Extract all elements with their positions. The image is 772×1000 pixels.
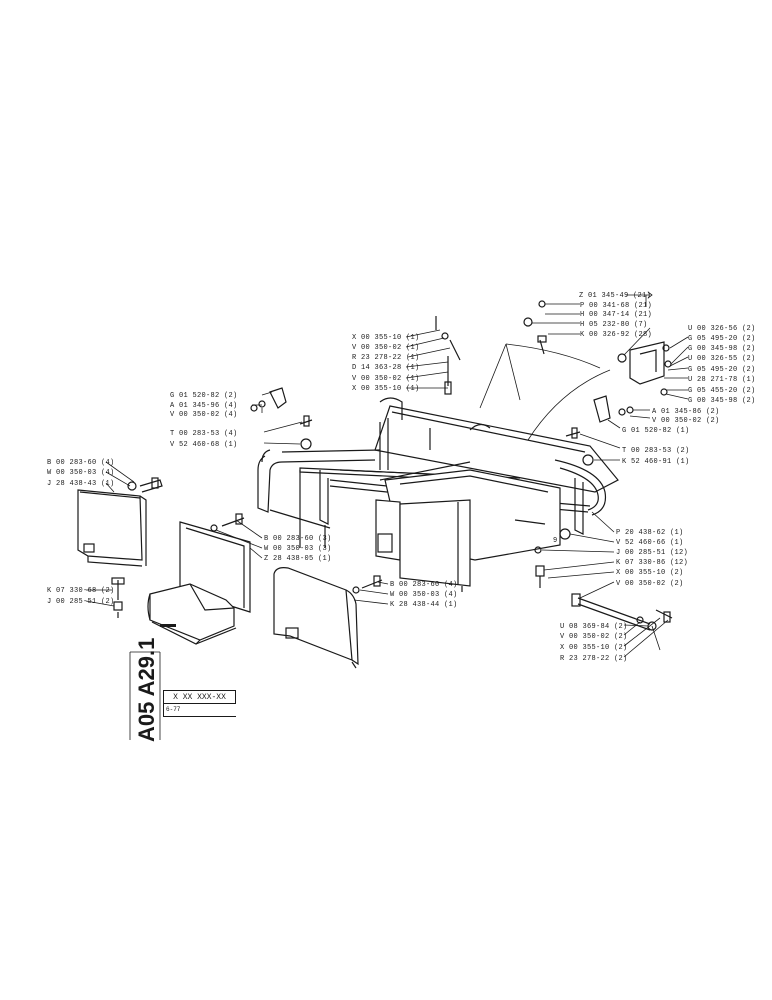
callout-label: G 00 345-98 (2)	[688, 397, 756, 405]
callout-label: V 52 460-66 (1)	[616, 539, 684, 547]
callout-label: V 00 350-02 (1)	[352, 344, 420, 352]
callout-label: G 01 520-82 (2)	[170, 392, 238, 400]
leader-lines	[85, 291, 689, 658]
callout-label: H 05 232-80 (7)	[580, 321, 648, 329]
callout-label: H 00 347-14 (21)	[580, 311, 652, 319]
callout-label: B 00 283-60 (4)	[47, 459, 115, 467]
callout-label: X 00 355-10 (1)	[352, 334, 420, 342]
callout-label: X 00 355-10 (1)	[352, 385, 420, 393]
callout-label: T 00 283-53 (4)	[170, 430, 238, 438]
callout-labels: Z 01 345-49 (21) P 00 341-68 (21) H 00 3…	[47, 292, 756, 663]
callout-label: B 00 283-60 (4)	[390, 581, 458, 589]
callout-label: G 05 455-20 (2)	[688, 387, 756, 395]
callout-label: P 20 438-62 (1)	[616, 529, 684, 537]
svg-text:9: 9	[553, 537, 558, 545]
callout-label: K 00 326-92 (28)	[580, 331, 652, 339]
callout-label: V 00 350-02 (2)	[616, 580, 684, 588]
sheet-code: A05 A29.1	[134, 637, 159, 742]
callout-label: W 00 350-03 (4)	[47, 469, 115, 477]
callout-label: D 14 363-28 (1)	[352, 364, 420, 372]
callout-label: X 00 355-10 (2)	[616, 569, 684, 577]
right-door-panel	[273, 567, 359, 669]
callout-label: V 00 350-02 (4)	[170, 411, 238, 419]
callout-label: J 00 285-51 (2)	[47, 598, 115, 606]
callout-label: G 05 495-20 (2)	[688, 366, 756, 374]
callout-label: V 52 460-68 (1)	[170, 441, 238, 449]
callout-label: K 07 330-86 (12)	[616, 559, 688, 567]
callout-label: G 05 495-20 (2)	[688, 335, 756, 343]
reference-box-lower	[163, 704, 236, 717]
callout-label: U 00 326-55 (2)	[688, 355, 756, 363]
callout-label: Z 28 438-05 (1)	[264, 555, 332, 563]
callout-label: R 23 278-22 (1)	[352, 354, 420, 362]
callout-label: P 00 341-68 (21)	[580, 302, 652, 310]
callout-label: X 00 355-10 (2)	[560, 644, 628, 652]
callout-label: T 00 283-53 (2)	[622, 447, 690, 455]
callout-label: V 00 350-02 (2)	[560, 633, 628, 641]
callout-label: B 00 283-60 (3)	[264, 535, 332, 543]
center-seat-box	[147, 521, 251, 645]
callout-label: Z 01 345-49 (21)	[579, 292, 651, 300]
callout-label: K 52 460-91 (1)	[622, 458, 690, 466]
callout-label: U 00 326-56 (2)	[688, 325, 756, 333]
callout-label: K 28 438-44 (1)	[390, 601, 458, 609]
callout-label: W 00 350-03 (3)	[264, 545, 332, 553]
callout-label: V 00 350-02 (1)	[352, 375, 420, 383]
callout-label: A 01 345-86 (2)	[652, 408, 720, 416]
callout-label: V 00 350-02 (2)	[652, 417, 720, 425]
callout-label: J 28 438-43 (1)	[47, 480, 115, 488]
date-code: 6-77	[166, 706, 181, 713]
callout-label: G 01 520-82 (1)	[622, 427, 690, 435]
callout-label: U 08 369-84 (2)	[560, 623, 628, 631]
reference-box: X XX XXX-XX	[163, 690, 236, 704]
left-door-panel	[77, 489, 147, 567]
frame-assembly: 9	[257, 397, 619, 592]
callout-label: A 01 345-96 (4)	[170, 402, 238, 410]
callout-label: R 23 278-22 (2)	[560, 655, 628, 663]
callout-label: W 00 350-03 (4)	[390, 591, 458, 599]
callout-label: G 00 345-98 (2)	[688, 345, 756, 353]
callout-label: J 00 285-51 (12)	[616, 549, 688, 557]
callout-label: U 28 271-78 (1)	[688, 376, 756, 384]
callout-label: K 07 330-68 (2)	[47, 587, 115, 595]
